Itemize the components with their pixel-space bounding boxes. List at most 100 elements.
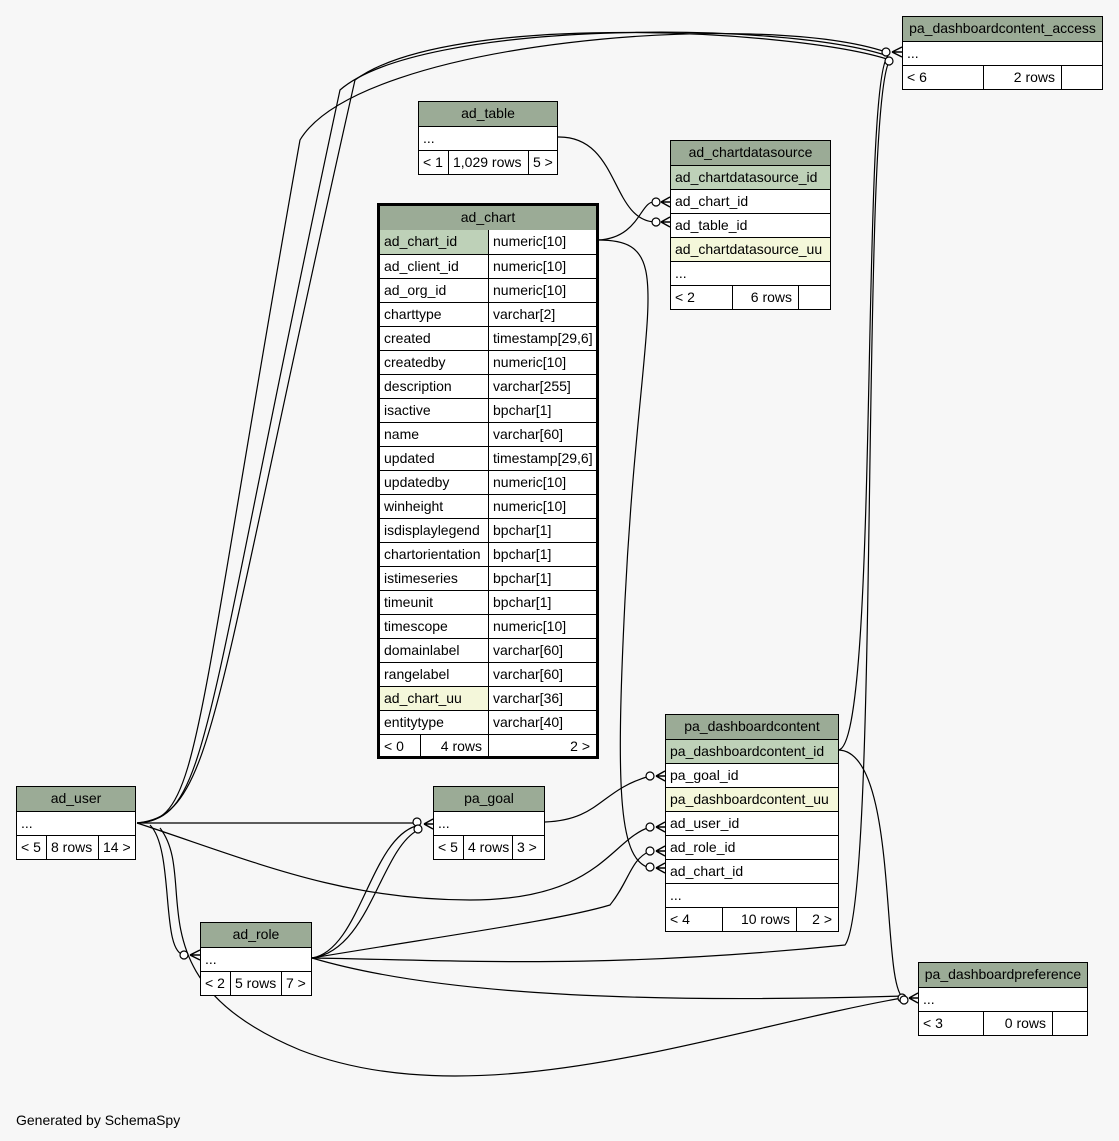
edge-end-circle [651, 197, 661, 207]
column-type: timestamp[29,6] [488, 447, 596, 470]
children-count[interactable] [1061, 66, 1102, 89]
column-type: varchar[60] [488, 423, 596, 446]
row-count: 8 rows [46, 836, 98, 859]
column-ad-chartdatasource-uu: ad_chartdatasource_uu [675, 241, 823, 257]
parents-count[interactable]: < 4 [670, 911, 690, 927]
row-count: 4 rows [420, 735, 488, 758]
row-count: 5 rows [230, 972, 281, 995]
column-name: created [384, 330, 431, 346]
table-ad-chartdatasource[interactable]: ad_chartdatasource ad_chartdatasource_id… [670, 140, 831, 310]
table-pa-dashboardpreference[interactable]: pa_dashboardpreference ... < 3 0 rows [918, 962, 1088, 1036]
edge-goal-dashboardcontent [544, 775, 651, 823]
edge-role-preference [311, 957, 903, 1000]
edge-end-circle [645, 862, 655, 872]
column-type: numeric[10] [488, 471, 596, 494]
column-type: varchar[2] [488, 303, 596, 326]
parents-count[interactable]: < 5 [438, 839, 458, 855]
table-pa-goal[interactable]: pa_goal ... < 5 4 rows 3 > [433, 786, 545, 860]
parents-count[interactable]: < 2 [675, 289, 695, 305]
table-header: pa_dashboardcontent_access [903, 17, 1102, 41]
crowfoot [189, 949, 201, 961]
column-name: charttype [384, 306, 442, 322]
crowfoot [655, 821, 666, 833]
table-header: pa_goal [434, 787, 544, 811]
column-type: varchar[60] [488, 639, 596, 662]
children-count[interactable]: 5 > [528, 151, 557, 174]
children-count[interactable]: 2 > [796, 908, 838, 931]
parents-count[interactable]: < 2 [205, 975, 225, 991]
column-ellipsis: ... [438, 815, 450, 831]
row-count: 1,029 rows [448, 151, 528, 174]
row-count: 6 rows [732, 286, 798, 309]
generated-by-footer: Generated by SchemaSpy [16, 1112, 181, 1128]
children-count[interactable] [798, 286, 830, 309]
column-name: istimeseries [384, 570, 458, 586]
table-ad-table[interactable]: ad_table ... < 1 1,029 rows 5 > [418, 101, 558, 175]
column-type: bpchar[1] [488, 543, 596, 566]
edge-chart-chartdatasource [597, 201, 656, 241]
parents-count[interactable]: < 0 [384, 738, 404, 754]
row-count: 2 rows [983, 66, 1061, 89]
column-type: numeric[10] [488, 351, 596, 374]
edge-end-circle [884, 56, 894, 66]
column-row: created timestamp[29,6] [380, 326, 596, 350]
children-count[interactable] [1052, 1012, 1087, 1035]
column-type: numeric[10] [488, 495, 596, 518]
edge-end-circle [645, 771, 655, 781]
column-ad-table-id: ad_table_id [675, 217, 748, 233]
column-row: domainlabel varchar[60] [380, 638, 596, 662]
crowfoot [660, 216, 671, 228]
children-count[interactable]: 14 > [98, 836, 135, 859]
table-header: ad_chart [380, 206, 596, 230]
row-count: 4 rows [463, 836, 512, 859]
table-ad-role[interactable]: ad_role ... < 2 5 rows 7 > [200, 922, 312, 996]
table-header: pa_dashboardpreference [919, 963, 1087, 987]
table-ad-user[interactable]: ad_user ... < 5 8 rows 14 > [16, 786, 136, 860]
crowfoot [655, 845, 666, 857]
crowfoot [655, 862, 666, 874]
edge-end-circle [645, 822, 655, 832]
column-row: charttype varchar[2] [380, 302, 596, 326]
column-ad-chart-id: ad_chart_id [675, 193, 749, 209]
column-type: bpchar[1] [488, 399, 596, 422]
edge-ad-user-role [149, 824, 186, 956]
children-count[interactable]: 2 > [488, 735, 596, 758]
table-pa-dashboardcontent[interactable]: pa_dashboardcontent pa_dashboardcontent_… [665, 714, 839, 932]
column-ellipsis: ... [21, 815, 33, 831]
column-row: winheight numeric[10] [380, 494, 596, 518]
column-name: isdisplaylegend [384, 522, 480, 538]
table-pa-dashboardcontent-access[interactable]: pa_dashboardcontent_access ... < 6 2 row… [902, 16, 1103, 90]
edge-ad-user-dashboardcontent [136, 822, 651, 901]
column-ellipsis: ... [675, 265, 687, 281]
column-ellipsis: ... [423, 130, 435, 146]
column-ellipsis: ... [923, 991, 935, 1007]
column-name: ad_client_id [384, 258, 459, 274]
parents-count[interactable]: < 1 [423, 154, 443, 170]
column-type: varchar[36] [488, 687, 596, 710]
column-name: description [384, 378, 452, 394]
column-name: winheight [384, 498, 444, 514]
children-count[interactable]: 3 > [512, 836, 544, 859]
column-name: domainlabel [384, 642, 460, 658]
parents-count[interactable]: < 5 [21, 839, 41, 855]
parents-count[interactable]: < 3 [923, 1015, 943, 1031]
column-ad-chartdatasource-id: ad_chartdatasource_id [675, 169, 818, 185]
column-name: entitytype [384, 714, 444, 730]
edge-dashboardcontent-preference [837, 749, 905, 999]
parents-count[interactable]: < 6 [907, 69, 927, 85]
column-type: timestamp[29,6] [488, 327, 596, 350]
children-count[interactable]: 7 > [281, 972, 311, 995]
edge-table-chartdatasource [556, 136, 656, 223]
